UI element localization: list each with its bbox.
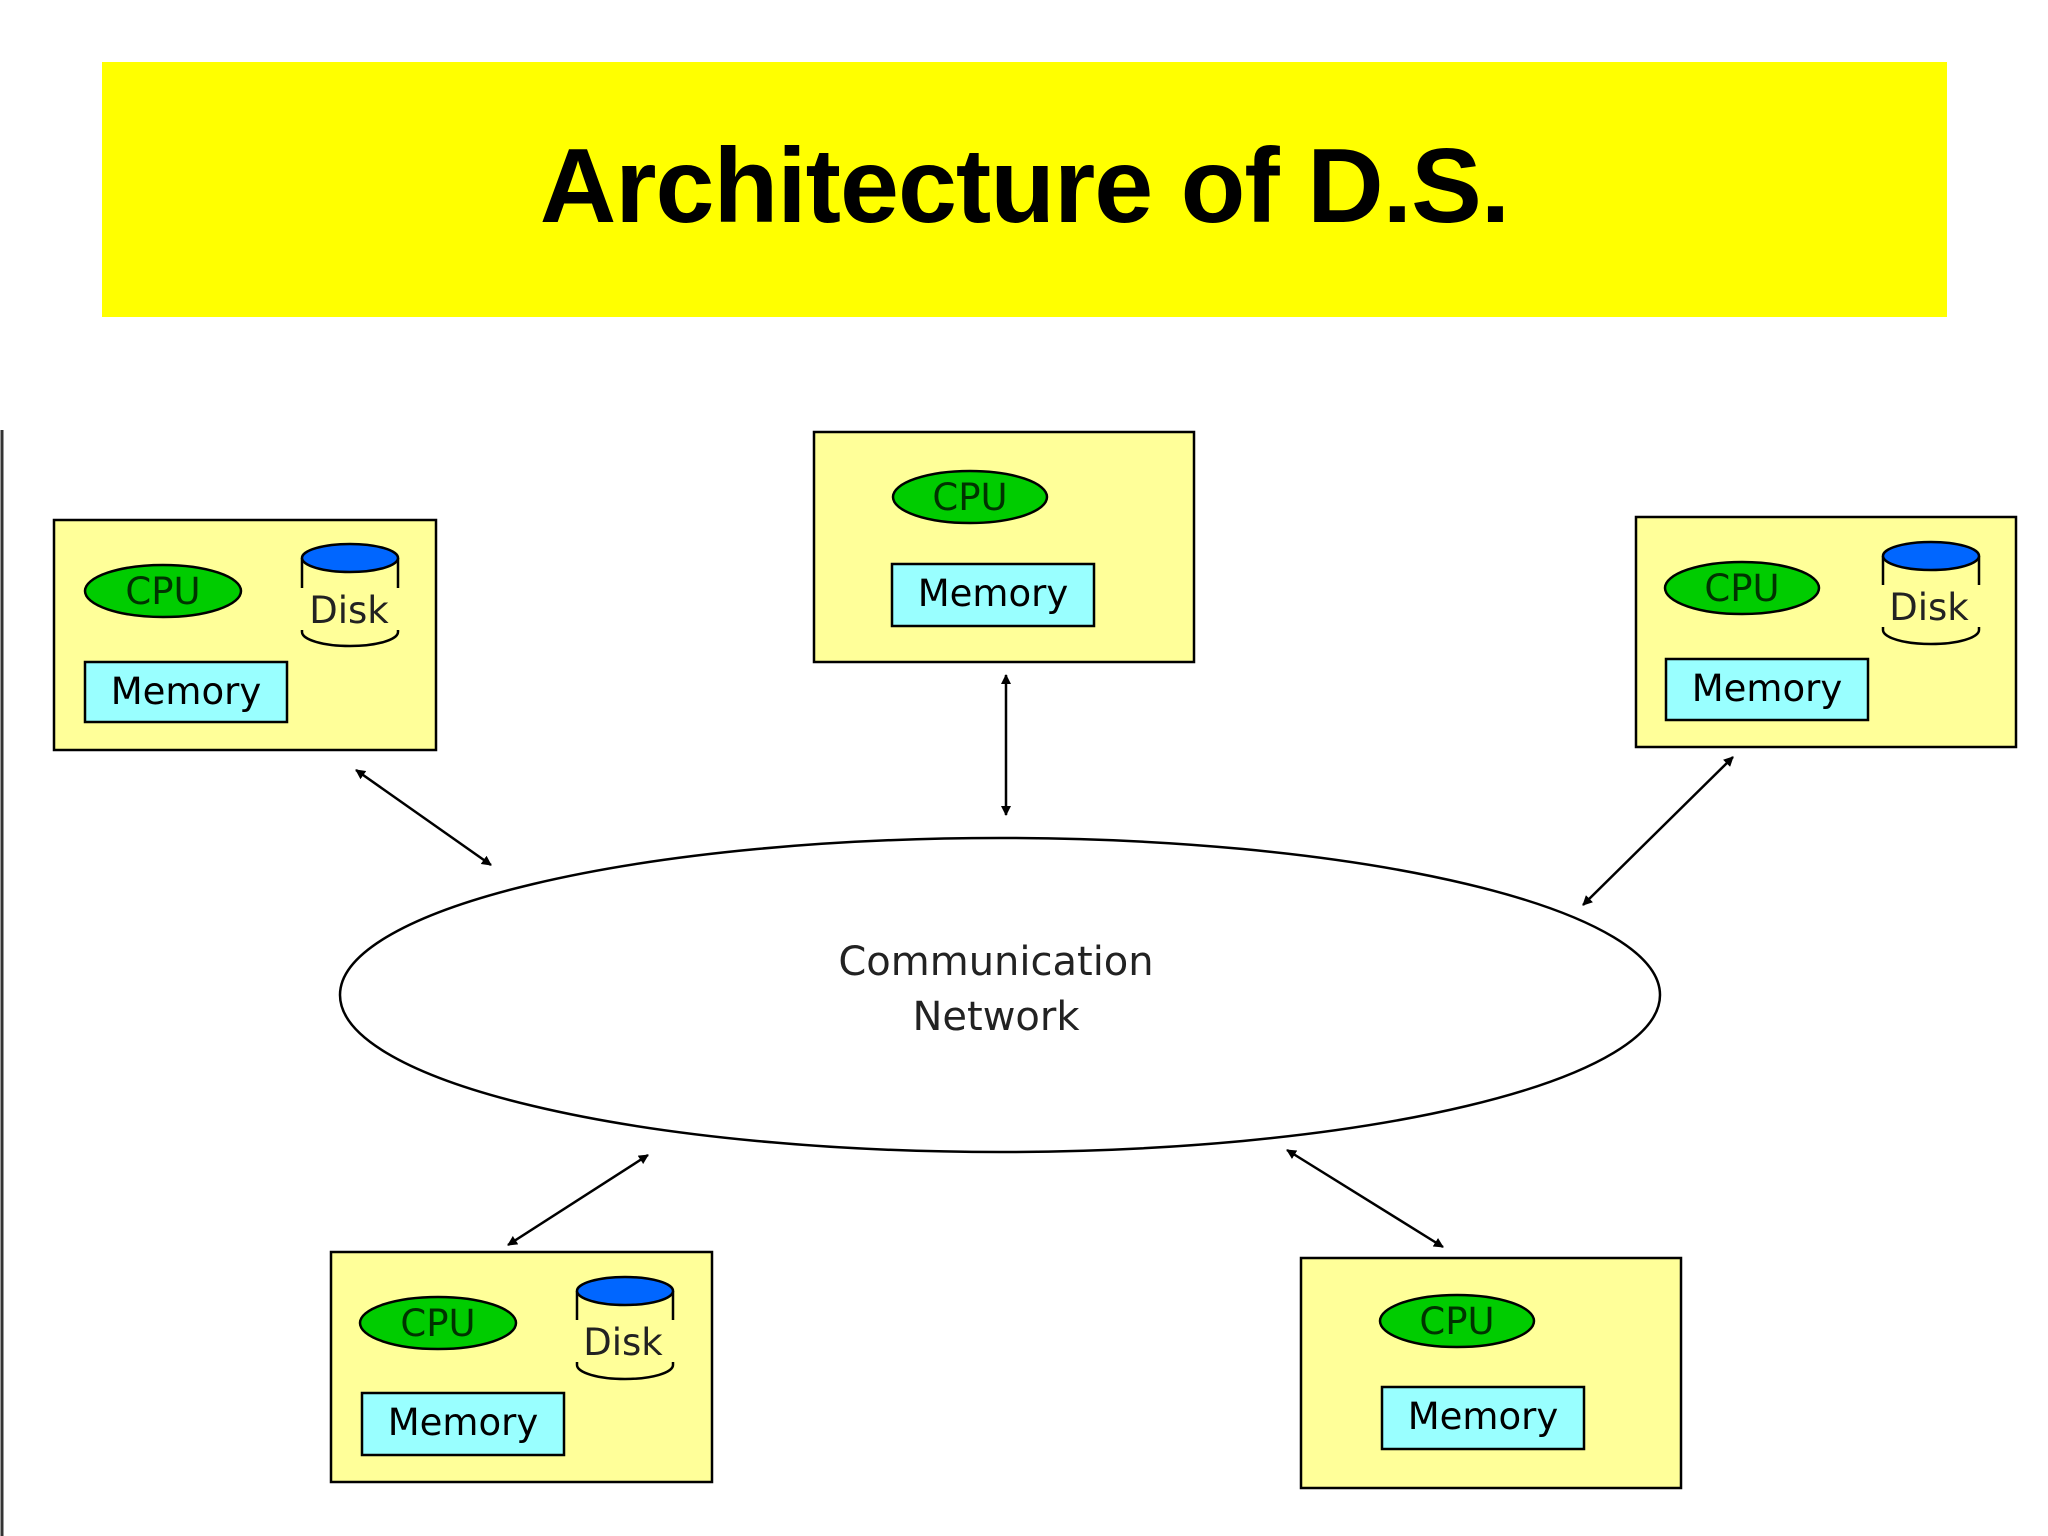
cpu-label: CPU bbox=[125, 570, 200, 613]
node-box bbox=[812, 430, 1196, 664]
arrow-top-left bbox=[355, 768, 492, 867]
cpu-chip: CPU bbox=[891, 469, 1049, 525]
cpu-label: CPU bbox=[1704, 567, 1779, 610]
node-top-right: CPU Disk Memory bbox=[1634, 515, 2018, 749]
node-top-left: CPU Disk Memory bbox=[52, 518, 438, 752]
memory-label: Memory bbox=[111, 670, 261, 713]
disk-icon: Disk bbox=[296, 542, 404, 648]
node-bottom-left: CPU Disk Memory bbox=[329, 1250, 714, 1484]
cpu-label: CPU bbox=[932, 476, 1007, 519]
disk-label: Disk bbox=[1889, 586, 1969, 629]
node-top-center: CPU Memory bbox=[812, 430, 1196, 664]
memory-block: Memory bbox=[890, 562, 1096, 628]
memory-block: Memory bbox=[1380, 1385, 1586, 1451]
disk-label: Disk bbox=[583, 1321, 663, 1364]
cpu-label: CPU bbox=[1419, 1300, 1494, 1343]
node-bottom-right: CPU Memory bbox=[1299, 1256, 1683, 1490]
arrow-bottom-right bbox=[1286, 1148, 1444, 1249]
cpu-chip: CPU bbox=[83, 563, 243, 619]
arrow-bottom-left bbox=[507, 1153, 649, 1247]
cpu-label: CPU bbox=[400, 1302, 475, 1345]
memory-label: Memory bbox=[1408, 1395, 1558, 1438]
network-ellipse bbox=[338, 836, 1662, 1154]
memory-block: Memory bbox=[83, 660, 289, 724]
communication-network: Communication Network bbox=[338, 836, 1662, 1154]
slide-title: Architecture of D.S. bbox=[539, 127, 1511, 245]
memory-label: Memory bbox=[388, 1401, 538, 1444]
disk-icon: Disk bbox=[571, 1275, 679, 1381]
disk-label: Disk bbox=[309, 589, 389, 632]
arrow-top-right bbox=[1582, 756, 1734, 906]
node-box bbox=[1299, 1256, 1683, 1490]
disk-icon: Disk bbox=[1877, 540, 1985, 646]
memory-block: Memory bbox=[360, 1391, 566, 1457]
connection-arrows bbox=[355, 674, 1734, 1249]
network-label-line1: Communication bbox=[838, 939, 1153, 985]
cpu-chip: CPU bbox=[1378, 1293, 1536, 1349]
cpu-chip: CPU bbox=[358, 1295, 518, 1351]
memory-label: Memory bbox=[918, 572, 1068, 615]
cpu-chip: CPU bbox=[1663, 560, 1821, 616]
memory-label: Memory bbox=[1692, 667, 1842, 710]
network-label-line2: Network bbox=[912, 994, 1080, 1040]
title-banner: Architecture of D.S. bbox=[102, 62, 1947, 317]
memory-block: Memory bbox=[1664, 657, 1870, 722]
